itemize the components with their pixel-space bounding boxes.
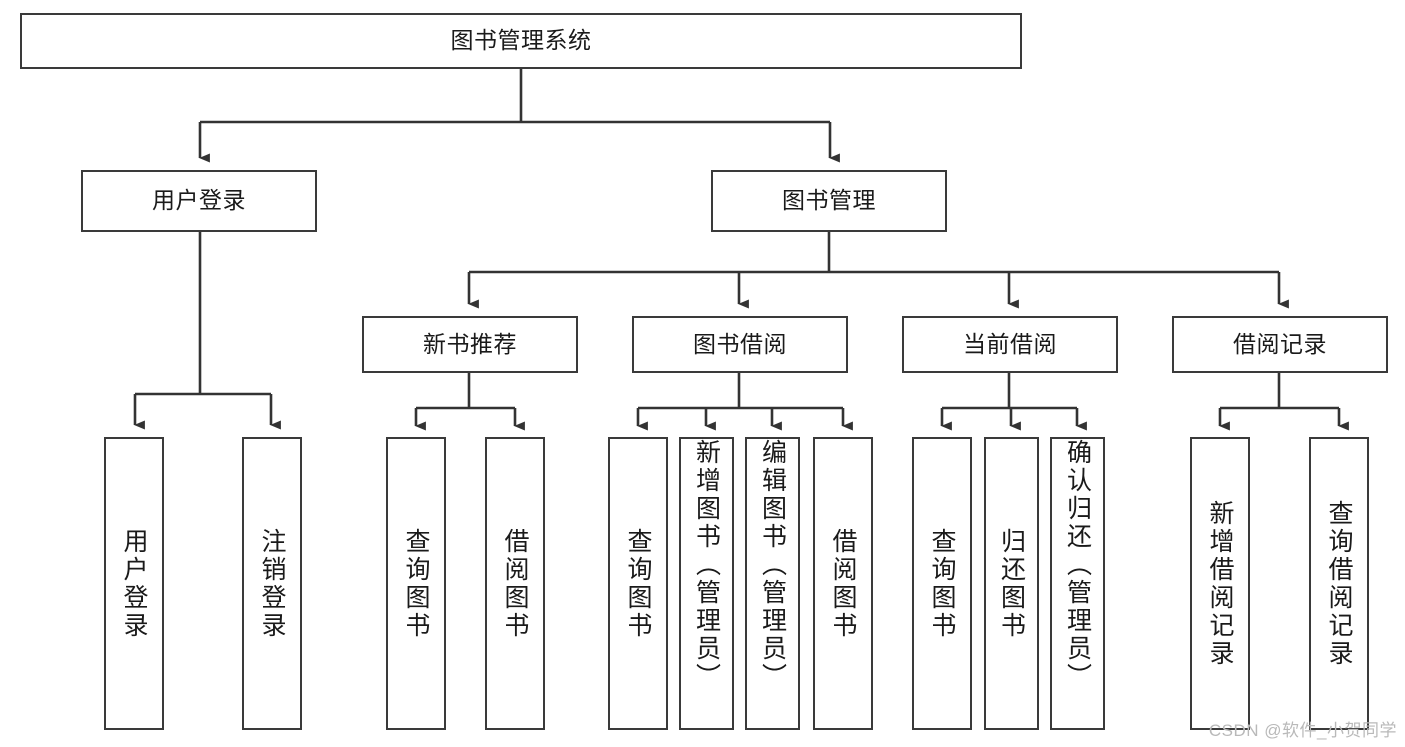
node-leaf-query-book-2[interactable]: 查询图书 (608, 437, 668, 730)
node-leaf-return-book-label: 归还图书 (997, 527, 1026, 640)
node-leaf-user-login-label: 用户登录 (120, 527, 148, 640)
node-book-borrow-label: 图书借阅 (693, 330, 787, 357)
node-leaf-query-book-3[interactable]: 查询图书 (912, 437, 972, 730)
node-borrow-record-label: 借阅记录 (1233, 330, 1327, 357)
node-book-manage[interactable]: 图书管理 (711, 170, 947, 232)
node-leaf-edit-book-admin-label: 编辑图书（管理员） (758, 439, 787, 691)
node-leaf-add-borrow-record[interactable]: 新增借阅记录 (1190, 437, 1250, 730)
node-leaf-borrow-book-1[interactable]: 借阅图书 (485, 437, 545, 730)
node-leaf-add-borrow-record-label: 新增借阅记录 (1206, 499, 1234, 668)
node-book-manage-label: 图书管理 (782, 187, 876, 214)
watermark: CSDN @软件_小贺同学 (1208, 721, 1397, 740)
node-leaf-query-book-1-label: 查询图书 (402, 527, 430, 640)
node-leaf-user-login[interactable]: 用户登录 (104, 437, 164, 730)
node-root[interactable]: 图书管理系统 (20, 13, 1022, 69)
node-new-book-recommend[interactable]: 新书推荐 (362, 316, 578, 373)
node-leaf-borrow-book-2-label: 借阅图书 (829, 527, 857, 640)
node-leaf-return-book[interactable]: 归还图书 (984, 437, 1039, 730)
node-leaf-add-book-admin-label: 新增图书（管理员） (692, 439, 721, 691)
node-leaf-borrow-book-2[interactable]: 借阅图书 (813, 437, 873, 730)
node-leaf-confirm-return-admin-label: 确认归还（管理员） (1063, 439, 1092, 691)
node-book-borrow[interactable]: 图书借阅 (632, 316, 848, 373)
node-leaf-query-book-3-label: 查询图书 (928, 527, 956, 640)
node-user-login[interactable]: 用户登录 (81, 170, 317, 232)
node-leaf-user-logout[interactable]: 注销登录 (242, 437, 302, 730)
node-leaf-query-book-2-label: 查询图书 (624, 527, 652, 640)
node-leaf-query-borrow-record-label: 查询借阅记录 (1325, 499, 1353, 668)
node-current-borrow-label: 当前借阅 (963, 330, 1057, 357)
node-new-book-recommend-label: 新书推荐 (423, 330, 517, 357)
node-user-login-label: 用户登录 (152, 187, 246, 214)
node-leaf-edit-book-admin[interactable]: 编辑图书（管理员） (745, 437, 800, 730)
node-leaf-user-logout-label: 注销登录 (258, 527, 286, 640)
node-root-label: 图书管理系统 (450, 27, 592, 54)
node-leaf-confirm-return-admin[interactable]: 确认归还（管理员） (1050, 437, 1105, 730)
node-leaf-query-borrow-record[interactable]: 查询借阅记录 (1309, 437, 1369, 730)
node-leaf-borrow-book-1-label: 借阅图书 (501, 527, 529, 640)
node-current-borrow[interactable]: 当前借阅 (902, 316, 1118, 373)
node-leaf-query-book-1[interactable]: 查询图书 (386, 437, 446, 730)
node-borrow-record[interactable]: 借阅记录 (1172, 316, 1388, 373)
node-leaf-add-book-admin[interactable]: 新增图书（管理员） (679, 437, 734, 730)
